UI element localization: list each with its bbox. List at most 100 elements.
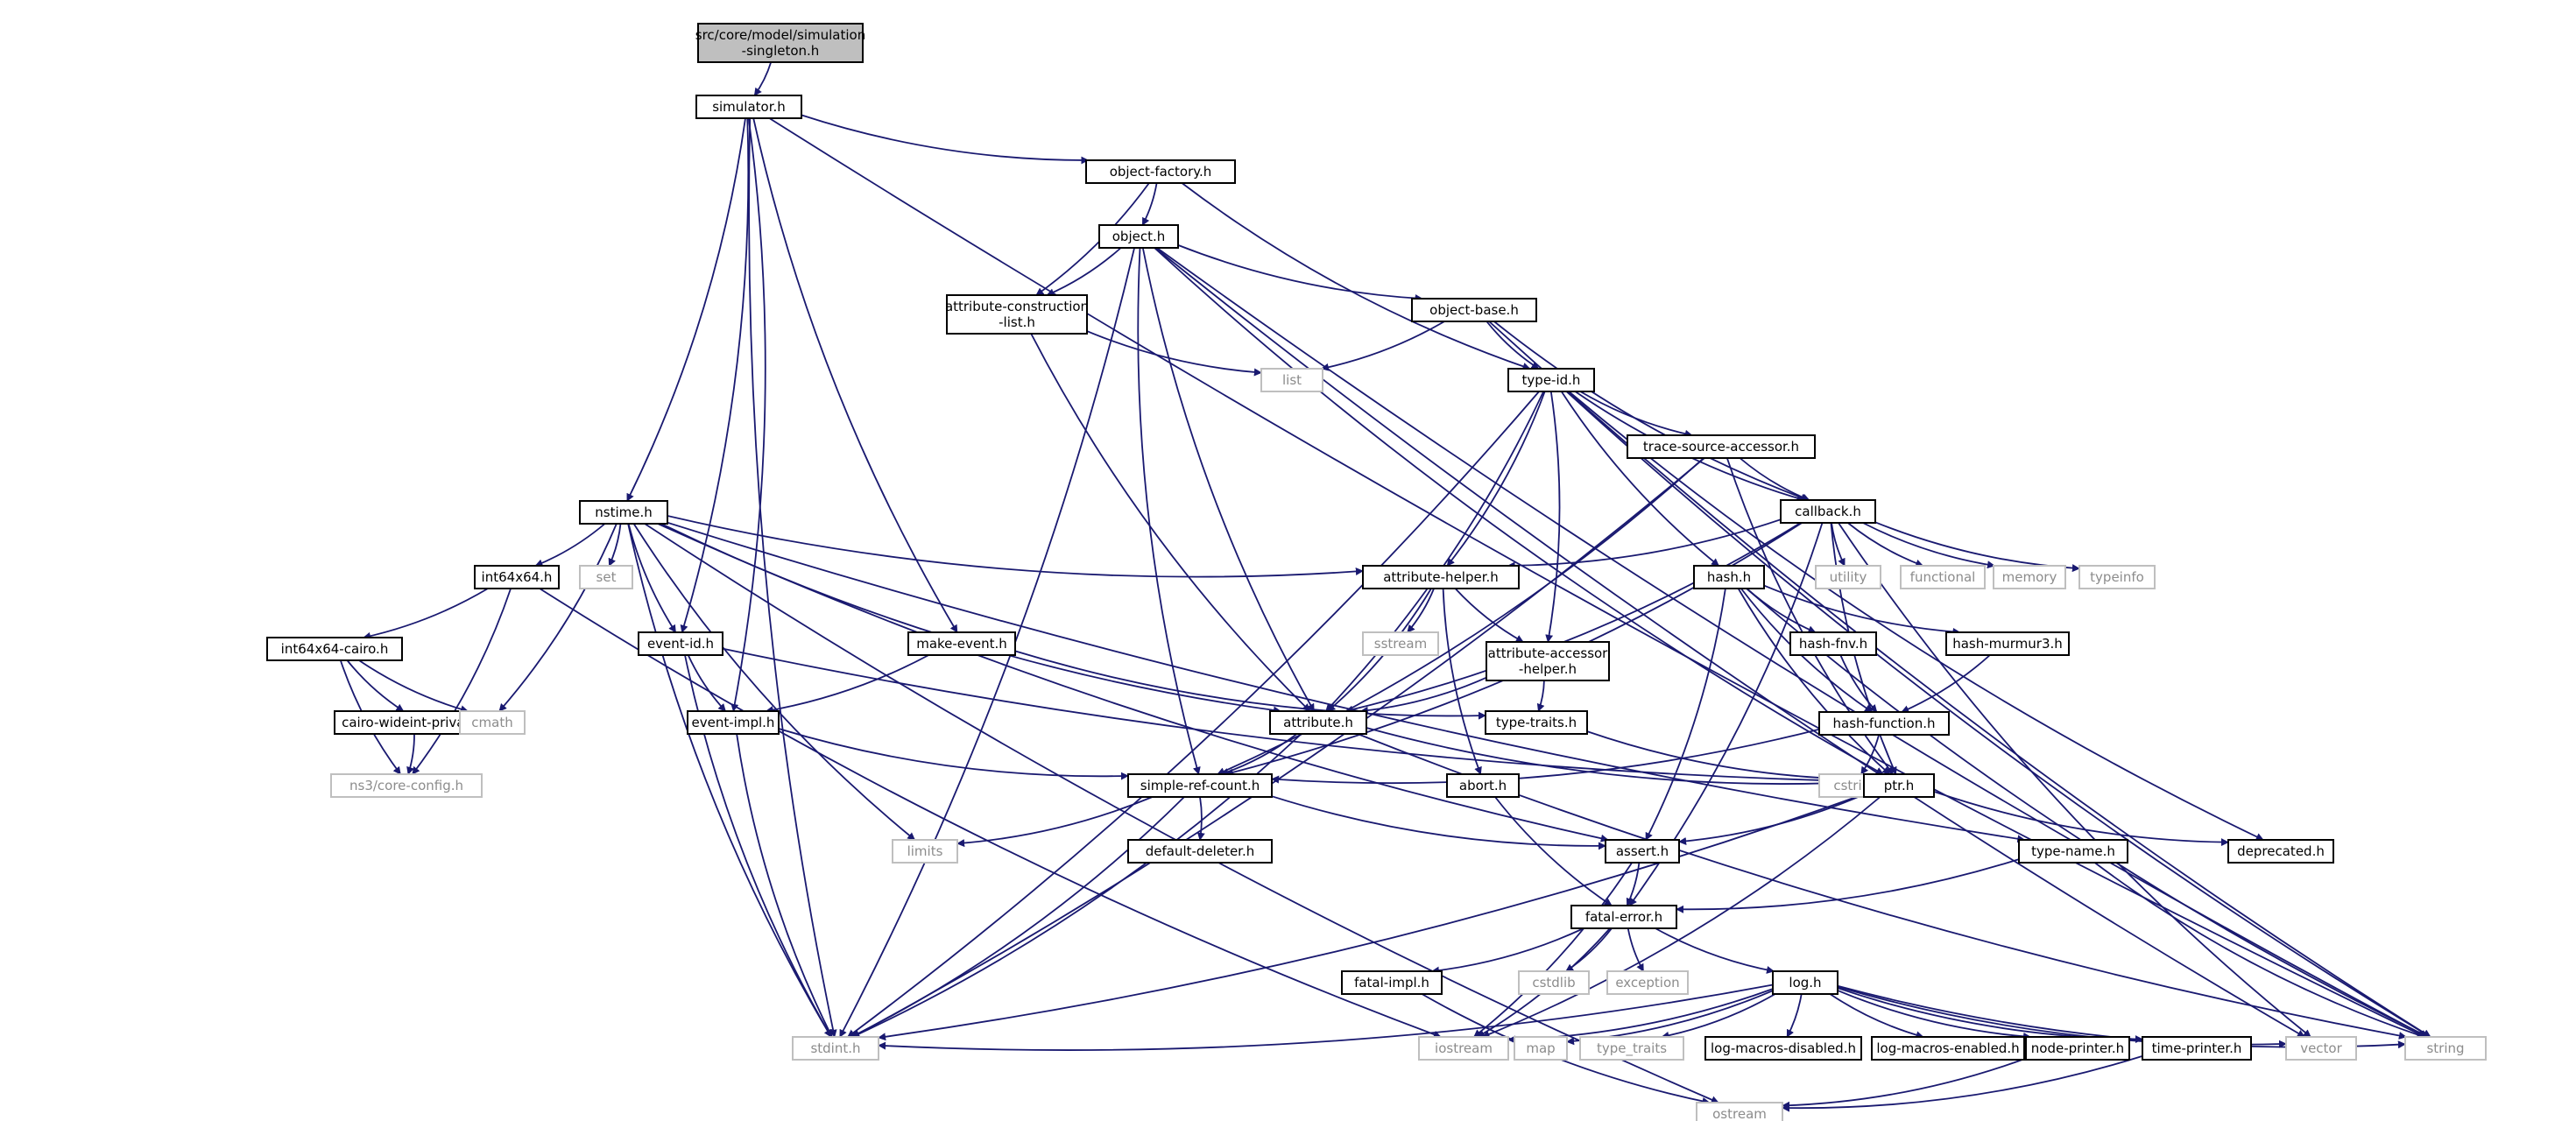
node-box xyxy=(1696,1102,1783,1121)
node-label: type-traits.h xyxy=(1496,715,1577,730)
node-type-id[interactable]: type-id.h xyxy=(1507,368,1595,392)
edge-make_event-to-type_traits_h xyxy=(1014,650,1486,720)
node-box xyxy=(1993,565,2066,589)
node-label: hash-function.h xyxy=(1833,716,1936,731)
node-simulator[interactable]: simulator.h xyxy=(695,95,802,119)
node-attr-accessor[interactable]: attribute-accessor-helper.h xyxy=(1486,641,1610,681)
node-box xyxy=(579,565,633,589)
node-box xyxy=(907,631,1016,656)
edge-assert-to-iostream xyxy=(1473,862,1633,1038)
node-nstime[interactable]: nstime.h xyxy=(579,500,668,525)
node-hash-function[interactable]: hash-function.h xyxy=(1818,711,1950,736)
node-label: utility xyxy=(1830,569,1867,585)
edge-attr_accessor-to-attribute xyxy=(1359,676,1487,715)
node-assert[interactable]: assert.h xyxy=(1605,839,1680,864)
node-label: make-event.h xyxy=(916,636,1007,652)
node-object-factory[interactable]: object-factory.h xyxy=(1085,159,1236,184)
node-int64x64[interactable]: int64x64.h xyxy=(474,565,560,589)
edge-assert-to-fatal_error xyxy=(1626,862,1641,906)
edge-nstime-to-limits xyxy=(632,523,916,841)
edge-object-to-attr_construction xyxy=(1046,247,1122,296)
edge-type_id-to-attr_helper xyxy=(1446,391,1546,567)
node-label: fatal-impl.h xyxy=(1354,975,1429,991)
node-type-traits-h[interactable]: type-traits.h xyxy=(1485,710,1588,735)
node-label: string xyxy=(2426,1040,2464,1056)
node-node-printer[interactable]: node-printer.h xyxy=(2025,1036,2130,1061)
edge-event_id-to-event_impl xyxy=(687,654,726,712)
node-label: log.h xyxy=(1789,975,1821,991)
node-label: sstream xyxy=(1374,636,1427,652)
node-deprecated[interactable]: deprecated.h xyxy=(2227,839,2334,864)
node-box xyxy=(695,95,802,119)
node-box xyxy=(1362,565,1520,589)
edge-log-to-map xyxy=(1566,990,1774,1046)
node-make-event[interactable]: make-event.h xyxy=(907,631,1016,656)
node-attr-construction[interactable]: attribute-construction-list.h xyxy=(945,294,1089,335)
node-trace-source[interactable]: trace-source-accessor.h xyxy=(1627,434,1816,459)
edge-nstime-to-attribute xyxy=(660,523,1281,715)
node-event-impl[interactable]: event-impl.h xyxy=(687,710,780,735)
edge-hash_murmur3-to-hash_function xyxy=(1901,654,1991,713)
node-string: string xyxy=(2404,1036,2487,1061)
node-typeinfo: typeinfo xyxy=(2078,565,2156,589)
node-ptr[interactable]: ptr.h xyxy=(1863,773,1935,798)
node-cstdlib: cstdlib xyxy=(1518,970,1590,995)
edge-event_impl-to-stdint xyxy=(736,733,833,1038)
edge-event_id-to-ptr xyxy=(722,647,1865,786)
edge-simulator-to-event_impl xyxy=(730,117,766,712)
node-box xyxy=(1945,631,2070,656)
edge-log-to-log_enabled xyxy=(1829,993,1924,1040)
node-time-printer[interactable]: time-printer.h xyxy=(2142,1036,2252,1061)
node-attr-helper[interactable]: attribute-helper.h xyxy=(1362,565,1520,589)
node-label: typeinfo xyxy=(2090,569,2144,585)
edge-hash_function-to-cstring xyxy=(1860,734,1880,775)
edge-attr_helper-to-abort xyxy=(1442,588,1482,775)
node-label: attribute-construction xyxy=(945,299,1089,314)
edge-callback-to-typeinfo xyxy=(1874,521,2080,573)
node-type-name[interactable]: type-name.h xyxy=(2018,839,2128,864)
node-attribute[interactable]: attribute.h xyxy=(1269,710,1367,735)
edge-nstime-to-type_name xyxy=(667,521,2026,843)
node-hash-murmur3[interactable]: hash-murmur3.h xyxy=(1945,631,2070,656)
node-box xyxy=(792,1036,879,1061)
node-fatal-impl[interactable]: fatal-impl.h xyxy=(1341,970,1443,995)
node-log-disabled[interactable]: log-macros-disabled.h xyxy=(1704,1036,1862,1061)
node-ostream: ostream xyxy=(1696,1102,1783,1121)
edge-object_base-to-list xyxy=(1320,321,1445,371)
node-callback[interactable]: callback.h xyxy=(1780,499,1876,524)
node-label: callback.h xyxy=(1795,504,1861,519)
node-root[interactable]: src/core/model/simulation-singleton.h xyxy=(695,23,865,63)
node-label: int64x64.h xyxy=(482,569,553,585)
node-label: fatal-error.h xyxy=(1585,909,1662,925)
node-box xyxy=(1871,1036,2025,1061)
node-log-enabled[interactable]: log-macros-enabled.h xyxy=(1871,1036,2025,1061)
node-abort[interactable]: abort.h xyxy=(1446,773,1520,798)
node-box xyxy=(1486,641,1610,681)
node-object-base[interactable]: object-base.h xyxy=(1411,298,1537,322)
node-label: set xyxy=(596,569,617,585)
edge-object_base-to-string xyxy=(1488,321,2431,1038)
edge-make_event-to-event_impl xyxy=(765,654,929,715)
node-fatal-error[interactable]: fatal-error.h xyxy=(1570,905,1677,929)
edge-attribute-to-simple_ref xyxy=(1220,733,1298,776)
edge-int64x64-to-iostream xyxy=(539,588,1442,1039)
edge-trace_source-to-simple_ref xyxy=(1217,457,1704,775)
node-event-id[interactable]: event-id.h xyxy=(638,631,723,656)
node-simple-ref[interactable]: simple-ref-count.h xyxy=(1127,773,1273,798)
edge-abort-to-fatal_error xyxy=(1494,796,1613,906)
node-label: -helper.h xyxy=(1519,661,1577,677)
edge-attr_helper-to-attr_accessor xyxy=(1454,588,1524,643)
node-hash-fnv[interactable]: hash-fnv.h xyxy=(1789,631,1877,656)
edge-type_id-to-attribute xyxy=(1325,391,1545,712)
edge-attr_helper-to-sstream xyxy=(1407,588,1435,633)
node-label: hash-murmur3.h xyxy=(1952,636,2063,652)
node-int64x64-cairo[interactable]: int64x64-cairo.h xyxy=(266,637,403,661)
node-hash[interactable]: hash.h xyxy=(1693,565,1765,589)
node-label: log-macros-enabled.h xyxy=(1876,1040,2019,1056)
node-log[interactable]: log.h xyxy=(1772,970,1838,995)
node-default-deleter[interactable]: default-deleter.h xyxy=(1127,839,1273,864)
node-memory: memory xyxy=(1993,565,2066,589)
node-object[interactable]: object.h xyxy=(1098,224,1179,249)
node-label: -list.h xyxy=(999,314,1035,330)
node-box xyxy=(2018,839,2128,864)
